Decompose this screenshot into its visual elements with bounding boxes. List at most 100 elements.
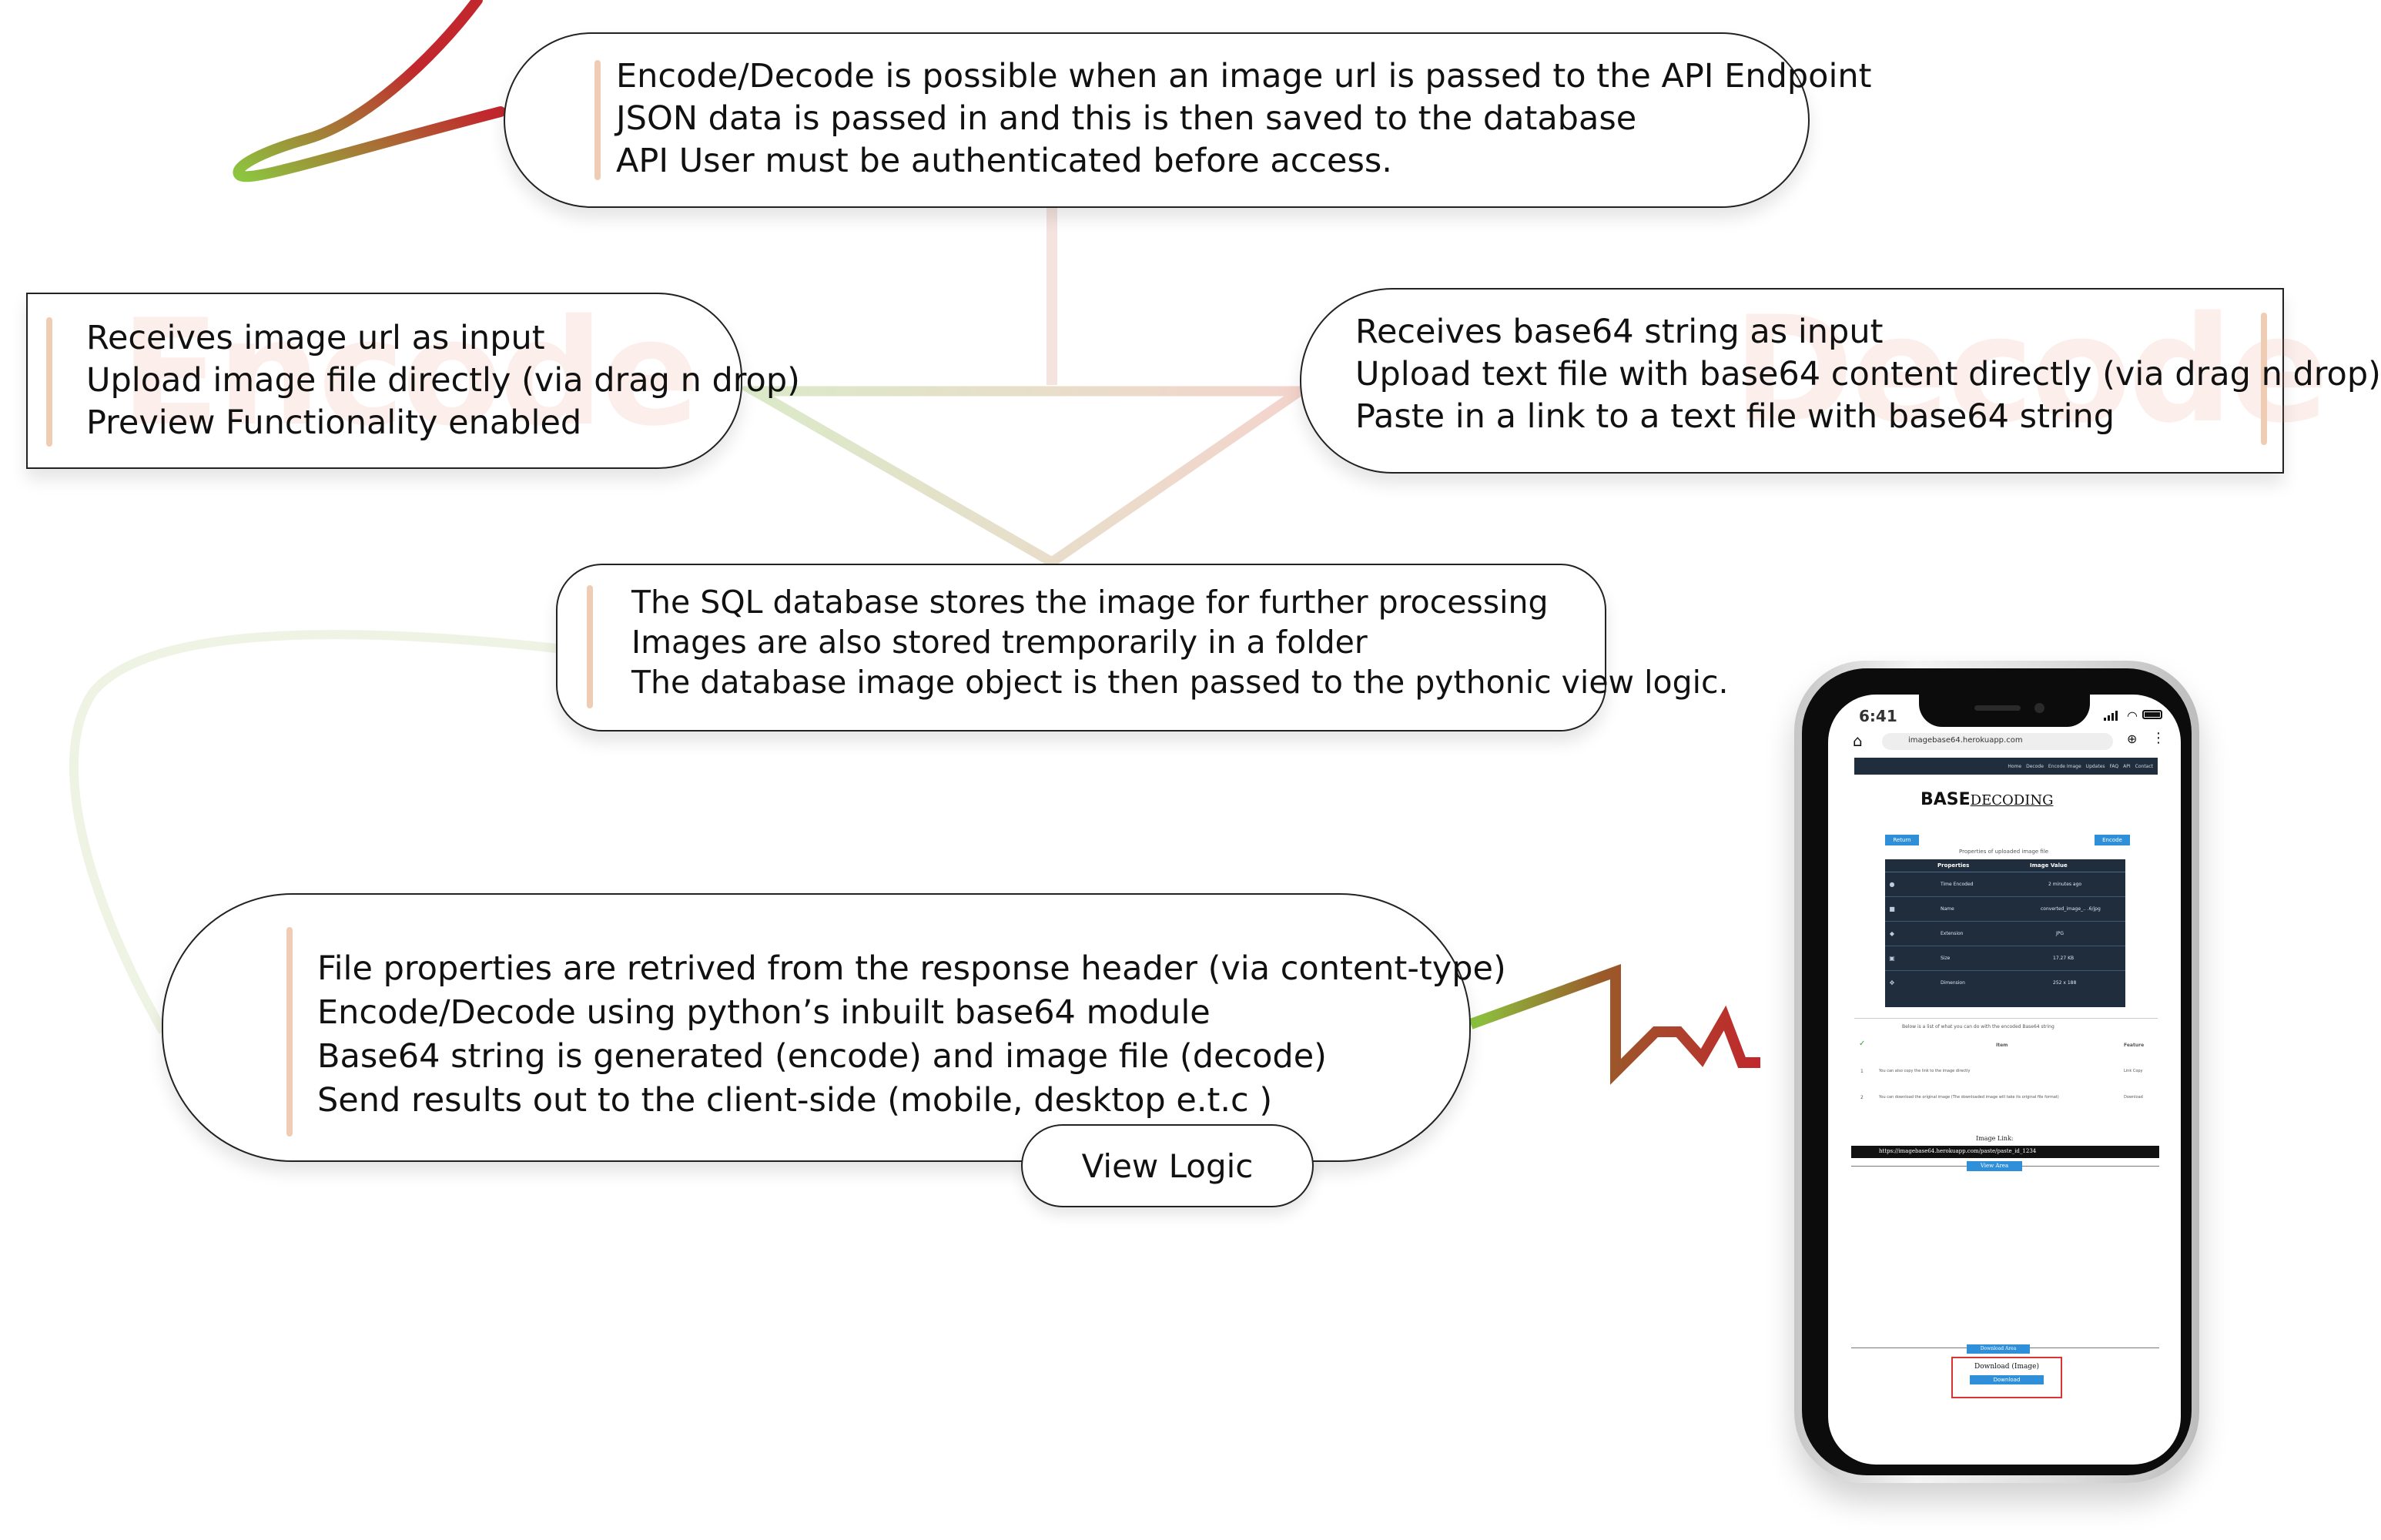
nav-api[interactable]: API bbox=[2123, 763, 2131, 769]
database-info-box: The SQL database stores the image for fu… bbox=[556, 564, 1729, 732]
encode-watermark: Encode bbox=[120, 288, 700, 458]
encode-line-1: Receives image url as input bbox=[86, 319, 545, 357]
site-logo: BASEDECODING bbox=[1921, 790, 2053, 809]
front-camera bbox=[2034, 703, 2044, 713]
image-link-text: https://imagebase64.herokuapp.com/paste/… bbox=[1879, 1148, 2037, 1154]
url-bar[interactable]: imagebase64.herokuapp.com bbox=[1882, 733, 2113, 750]
list-row-2-num: 2 bbox=[1860, 1095, 1864, 1100]
decode-line-1: Receives base64 string as input bbox=[1355, 313, 1884, 351]
api-line-2: JSON data is passed in and this is then … bbox=[616, 99, 1637, 138]
wifi-icon: ◠ bbox=[2127, 708, 2138, 723]
phone-notch bbox=[1919, 695, 2090, 727]
encode-info-text: Receives image url as input Upload image… bbox=[86, 317, 800, 444]
list-caption: Below is a list of what you can do with … bbox=[1902, 1024, 2054, 1029]
decode-watermark: Decode bbox=[1733, 285, 2329, 455]
nav-faq[interactable]: FAQ bbox=[2109, 763, 2119, 769]
decode-line-2: Upload text file with base64 content dir… bbox=[1355, 355, 2381, 393]
view-area-badge: View Area bbox=[1967, 1161, 2022, 1171]
home-icon[interactable]: ⌂ bbox=[1853, 732, 1863, 750]
list-row-1-text: You can also copy the link to the image … bbox=[1879, 1069, 1971, 1073]
accent-bar bbox=[2261, 313, 2267, 445]
logo-light: DECODING bbox=[1970, 792, 2054, 808]
decode-line-3: Paste in a link to a text file with base… bbox=[1355, 397, 2115, 436]
list-row-1-feature[interactable]: Link Copy bbox=[2124, 1069, 2143, 1073]
row-value: converted_image_.. .6/jpg bbox=[2041, 906, 2101, 912]
table-header-properties: Properties bbox=[1937, 862, 1970, 869]
database-line-2: Images are also stored tremporarily in a… bbox=[631, 624, 1368, 661]
accent-bar bbox=[46, 317, 52, 447]
battery-icon bbox=[2142, 710, 2162, 719]
accent-bar bbox=[594, 60, 601, 180]
row-label: Name bbox=[1941, 906, 1954, 912]
download-area-badge: Download Area bbox=[1967, 1344, 2030, 1354]
kebab-menu-icon[interactable]: ⋮ bbox=[2152, 730, 2165, 746]
logic-line-2: Encode/Decode using python’s inbuilt bas… bbox=[317, 993, 1211, 1032]
logic-info-box: File properties are retrived from the re… bbox=[162, 893, 1506, 1162]
decode-info-text: Receives base64 string as input Upload t… bbox=[1355, 311, 2381, 438]
row-label: Time Encoded bbox=[1941, 882, 1974, 887]
accent-bar bbox=[286, 927, 293, 1137]
list-row-2-feature[interactable]: Download bbox=[2124, 1095, 2143, 1100]
check-icon: ✓ bbox=[1859, 1040, 1866, 1048]
download-browser-icon[interactable]: ⊕ bbox=[2127, 732, 2138, 746]
phone-bezel: 6:41 ◠ ⌂ imagebase64.herokuapp.com ⊕ ⋮ H… bbox=[1802, 668, 2192, 1475]
funnel-triangle bbox=[735, 386, 1316, 568]
api-line-3: API User must be authenticated before ac… bbox=[616, 142, 1392, 180]
faint-left-curve bbox=[69, 630, 557, 1034]
nav-home[interactable]: Home bbox=[2008, 763, 2022, 769]
speaker-grille bbox=[1974, 705, 2021, 711]
api-info-text: Encode/Decode is possible when an image … bbox=[616, 55, 1872, 182]
download-label: Download (Image) bbox=[1974, 1363, 2039, 1371]
nav-decode[interactable]: Decode bbox=[2026, 763, 2044, 769]
return-button[interactable]: Return bbox=[1885, 835, 1919, 845]
table-header-value: Image Value bbox=[2030, 862, 2068, 869]
encode-line-2: Upload image file directly (via drag n d… bbox=[86, 361, 800, 400]
logic-line-3: Base64 string is generated (encode) and … bbox=[317, 1037, 1327, 1076]
nav-updates[interactable]: Updates bbox=[2085, 763, 2105, 769]
preview-photo bbox=[1867, 1183, 2136, 1337]
logic-info-text: File properties are retrived from the re… bbox=[317, 947, 1506, 1123]
nav-encode[interactable]: Encode Image bbox=[2048, 763, 2081, 769]
row-value: JPG bbox=[2056, 931, 2065, 936]
api-line-1: Encode/Decode is possible when an image … bbox=[616, 57, 1872, 95]
decode-info-box: Decode Receives base64 string as input U… bbox=[1300, 285, 2381, 474]
list-row-1-num: 1 bbox=[1860, 1069, 1864, 1074]
status-time: 6:41 bbox=[1859, 707, 1897, 725]
phone-mockup: 6:41 ◠ ⌂ imagebase64.herokuapp.com ⊕ ⋮ H… bbox=[1794, 661, 2199, 1483]
table-header: Properties Image Value bbox=[1885, 859, 2125, 872]
logo-bold: BASE bbox=[1921, 790, 1971, 809]
nav-contact[interactable]: Contact bbox=[2135, 763, 2153, 769]
download-button[interactable]: Download bbox=[1970, 1375, 2044, 1384]
list-header-feature: Feature bbox=[2124, 1043, 2145, 1048]
site-navbar: Home Decode Encode Image Updates FAQ API… bbox=[1854, 758, 2158, 775]
list-header-item: Item bbox=[1996, 1043, 2008, 1048]
database-line-3: The database image object is then passed… bbox=[631, 664, 1729, 701]
row-value: 252 x 188 bbox=[2053, 980, 2077, 986]
top-swoosh-connector bbox=[233, 0, 506, 182]
api-info-box: Encode/Decode is possible when an image … bbox=[504, 32, 1872, 208]
logic-line-4: Send results out to the client-side (mob… bbox=[317, 1081, 1273, 1120]
encode-line-3: Preview Functionality enabled bbox=[86, 403, 582, 442]
view-logic-tab: View Logic bbox=[1021, 1124, 1314, 1207]
row-label: Extension bbox=[1941, 931, 1964, 936]
encode-info-box: Encode Receives image url as input Uploa… bbox=[26, 288, 800, 469]
signal-icon bbox=[2104, 710, 2119, 721]
download-highlight-box: Download (Image) Download bbox=[1951, 1357, 2062, 1398]
logic-line-1: File properties are retrived from the re… bbox=[317, 949, 1506, 988]
divider bbox=[1854, 1018, 2158, 1019]
zigzag-connector bbox=[1468, 964, 1760, 1085]
row-value: 17.27 KB bbox=[2053, 956, 2075, 961]
phone-screen: 6:41 ◠ ⌂ imagebase64.herokuapp.com ⊕ ⋮ H… bbox=[1828, 695, 2181, 1465]
image-link-field[interactable]: https://imagebase64.herokuapp.com/paste/… bbox=[1851, 1146, 2159, 1158]
database-info-text: The SQL database stores the image for fu… bbox=[631, 582, 1729, 702]
accent-bar bbox=[587, 585, 593, 708]
table-caption: Properties of uploaded image file bbox=[1959, 849, 2049, 855]
list-row-2-text: You can download the original image (The… bbox=[1879, 1095, 2059, 1100]
encode-nav-button[interactable]: Encode bbox=[2095, 835, 2130, 845]
row-label: Size bbox=[1941, 956, 1951, 961]
